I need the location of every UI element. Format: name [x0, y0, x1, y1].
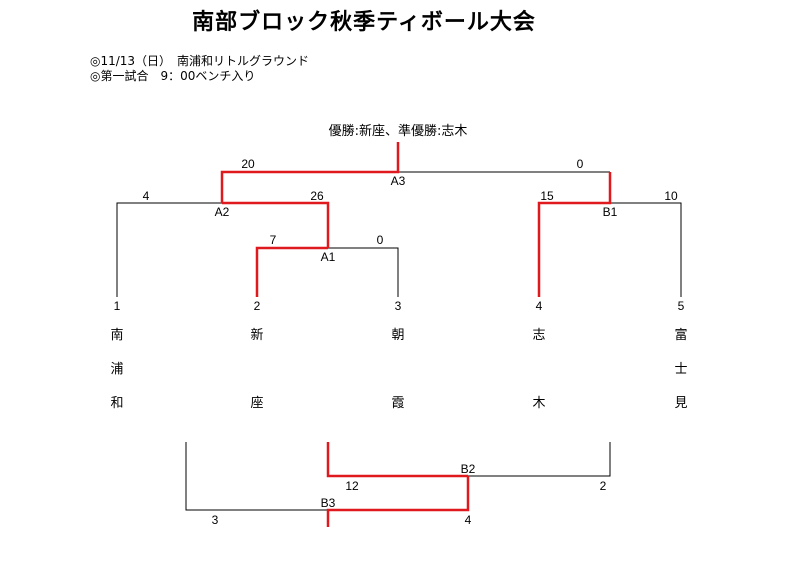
- score-b1-right: 10: [664, 189, 678, 203]
- score-a3-left: 20: [241, 157, 255, 171]
- team-seed-4: 4: [536, 299, 543, 313]
- score-b2-left: 12: [345, 479, 359, 493]
- team-name-5-char-2: 士: [674, 362, 687, 377]
- winner-line-b2: [326, 442, 468, 478]
- winner-line-a1: [255, 246, 328, 297]
- match-label-a3: A3: [391, 174, 406, 188]
- line-b2-right: [468, 442, 611, 477]
- match-label-b3: B3: [321, 496, 336, 510]
- team-seed-1: 1: [114, 299, 121, 313]
- match-label-b1: B1: [603, 205, 618, 219]
- winner-line-b3: [326, 476, 470, 527]
- score-b2-right: 2: [600, 479, 607, 493]
- team-name-2-char-1: 新: [250, 327, 263, 343]
- team-name-5-char-1: 富: [674, 327, 687, 343]
- page-title: 南部ブロック秋季ティボール大会: [192, 10, 536, 35]
- team-seed-5: 5: [678, 299, 685, 313]
- match-label-a2: A2: [215, 205, 230, 219]
- info-date-venue: ◎11/13（日） 南浦和リトルグラウンド: [90, 54, 310, 68]
- match-label-b2: B2: [461, 462, 476, 476]
- winner-lines: [220, 142, 612, 527]
- team-name-5-char-3: 見: [674, 396, 687, 411]
- line-team1: [116, 202, 222, 297]
- score-b3-left: 3: [212, 513, 219, 527]
- line-b3-left: [185, 442, 328, 511]
- team-name-3-char-1: 朝: [391, 328, 404, 343]
- score-a3-right: 0: [577, 157, 584, 171]
- team-name-1-char-2: 浦: [110, 362, 123, 377]
- team-name-3-char-2: 霞: [391, 396, 404, 411]
- result-label: 優勝:新座、準優勝:志木: [329, 123, 468, 139]
- score-a2-left: 4: [143, 189, 150, 203]
- winner-line-a3: [220, 142, 400, 203]
- score-a2-right: 26: [310, 189, 324, 203]
- team-name-1-char-1: 南: [110, 327, 123, 343]
- team-seed-3: 3: [395, 299, 402, 313]
- line-team3: [328, 247, 399, 297]
- team-name-4-char-2: 木: [532, 396, 545, 411]
- score-b3-right: 4: [465, 513, 472, 527]
- team-seed-2: 2: [254, 299, 261, 313]
- team-name-4-char-1: 志: [532, 328, 545, 343]
- score-b1-left: 15: [540, 189, 554, 203]
- winner-line-b1: [537, 172, 612, 297]
- info-schedule: ◎第一試合 9：00ベンチ入り: [90, 69, 256, 83]
- bracket-lines: [116, 171, 682, 511]
- team-name-2-char-2: 座: [250, 396, 263, 411]
- score-a1-left: 7: [270, 233, 277, 247]
- score-a1-right: 0: [377, 233, 384, 247]
- winner-line-a2: [222, 201, 330, 248]
- match-label-a1: A1: [321, 250, 336, 264]
- team-name-1-char-3: 和: [110, 396, 123, 411]
- line-team5: [610, 202, 682, 297]
